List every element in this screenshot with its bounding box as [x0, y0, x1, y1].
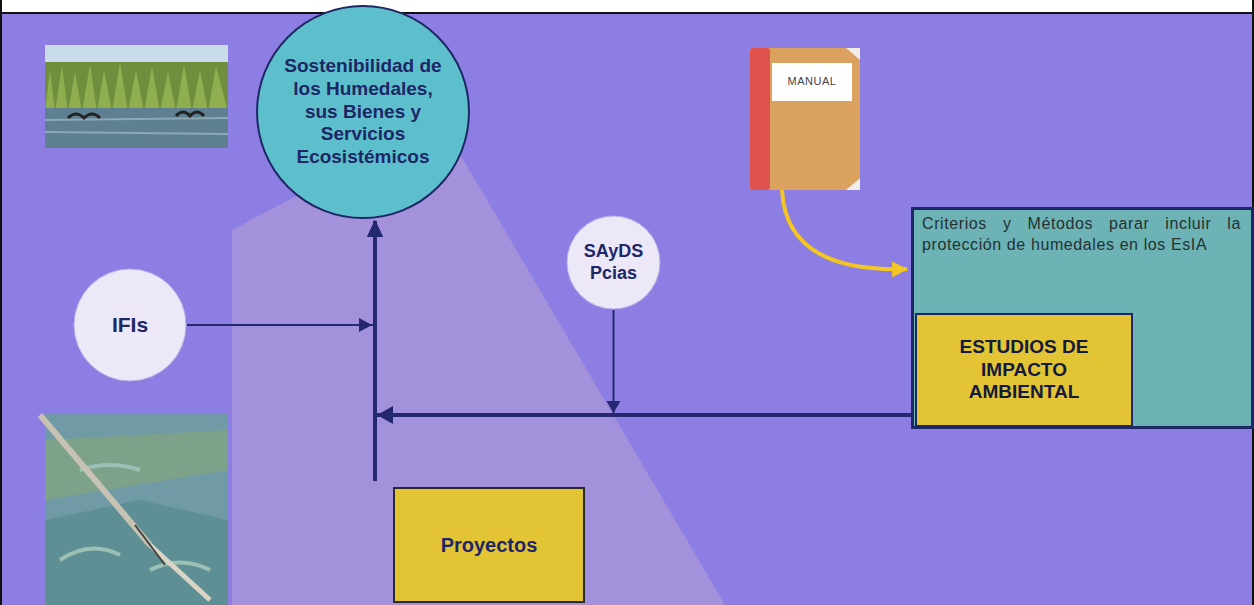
- connector-arrow: [373, 221, 377, 481]
- manual-book: MANUAL: [750, 48, 860, 190]
- book-figure: [750, 48, 860, 190]
- node-label: Criterios y Métodos parar incluir la pro…: [914, 210, 1251, 256]
- node-label: Sostenibilidad de los Humedales, sus Bie…: [277, 55, 449, 169]
- junction-head: [607, 401, 621, 413]
- wetland-photo: [45, 45, 228, 148]
- connector-arrow: [782, 190, 907, 269]
- eia-box: ESTUDIOS DE IMPACTO AMBIENTAL: [915, 313, 1133, 427]
- actor-circle: SAyDS Pcias: [566, 215, 661, 310]
- node-label: IFIs: [82, 312, 178, 337]
- bridge-photo: [40, 413, 228, 605]
- connector-arrow: [187, 221, 375, 325]
- frame-line: [0, 12, 1254, 14]
- criteria-box: Criterios y Métodos parar incluir la pro…: [911, 207, 1254, 429]
- node-label: Proyectos: [404, 533, 574, 557]
- connector-arrow: [375, 221, 911, 415]
- node-label: MANUAL: [772, 63, 852, 101]
- top-strip: [0, 0, 1254, 12]
- frame-line: [0, 0, 2, 605]
- actor-circle: IFIs: [73, 268, 187, 382]
- project-box: Proyectos: [393, 487, 585, 603]
- junction-head: [377, 406, 393, 424]
- goal-circle: Sostenibilidad de los Humedales, sus Bie…: [255, 4, 471, 220]
- junction-head: [359, 318, 372, 332]
- node-label: ESTUDIOS DE IMPACTO AMBIENTAL: [939, 336, 1109, 404]
- node-label: SAyDS Pcias: [574, 241, 654, 284]
